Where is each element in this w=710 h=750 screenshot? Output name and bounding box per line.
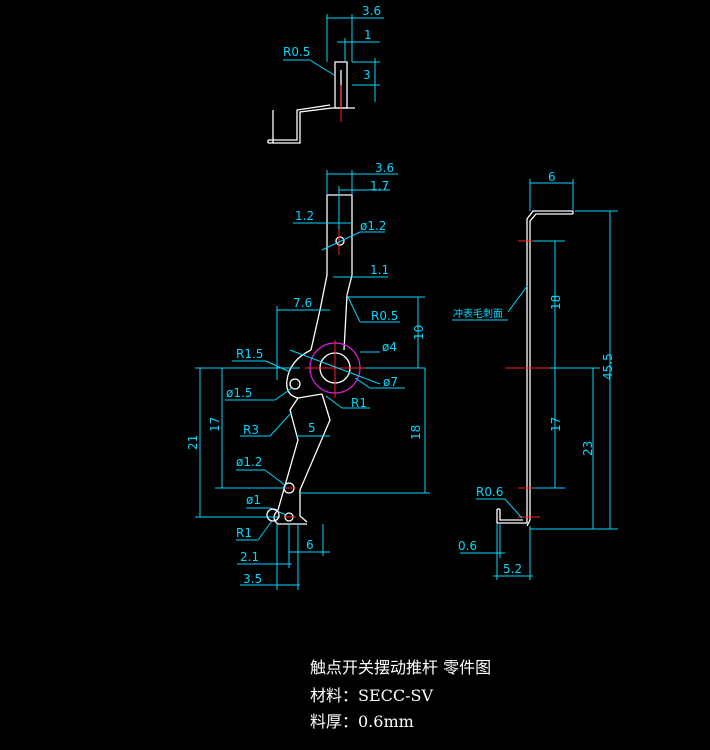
side-note: 冲表毛刺面 (453, 307, 503, 320)
front-dim-10: 10 (412, 325, 426, 340)
front-view: 3.6 1.7 1.2 ø1.2 1.1 7.6 R0.5 10 R1.5 ø (186, 161, 430, 590)
front-dim-1-1: 1.1 (370, 263, 389, 277)
top-radius-label: R0.5 (283, 45, 310, 59)
front-dia-7: ø7 (383, 375, 398, 389)
thickness-label: 料厚：0.6mm (310, 712, 414, 731)
top-dim-slot-depth: 3 (363, 68, 371, 82)
side-dim-18: 18 (549, 295, 563, 310)
front-hole-bottom: ø1.2 (236, 455, 262, 469)
front-hole-top-label: ø1.2 (360, 219, 386, 233)
front-dim-width: 3.6 (375, 161, 394, 175)
front-dim-18: 18 (409, 425, 423, 440)
side-dim-top-6: 6 (548, 170, 556, 184)
side-dim-45-5: 45.5 (601, 353, 615, 380)
side-dim-17: 17 (549, 417, 563, 432)
front-dim-6: 6 (306, 538, 314, 552)
front-dim-1-2: 1.2 (295, 209, 314, 223)
front-dim-17: 17 (208, 417, 222, 432)
front-dia-4: ø4 (382, 340, 397, 354)
top-hole (335, 236, 345, 246)
front-hole-1-5: ø1.5 (226, 386, 252, 400)
front-dim-5: 5 (308, 421, 316, 435)
side-dim-5-2: 5.2 (503, 562, 522, 576)
front-radius-r3: R3 (243, 423, 259, 437)
front-radius-r05: R0.5 (371, 309, 398, 323)
part-name-title: 触点开关摆动推杆 零件图 (310, 658, 492, 677)
mid-hole (289, 378, 301, 390)
front-dim-3-5: 3.5 (243, 572, 262, 586)
front-dim-2-1: 2.1 (240, 550, 259, 564)
front-dim-1-7: 1.7 (370, 179, 389, 193)
front-radius-r1-bottom: R1 (236, 526, 252, 540)
side-view: 6 冲表毛刺面 18 45.5 17 23 R0.6 0.6 5.2 (452, 170, 618, 580)
front-dim-21: 21 (186, 435, 200, 450)
top-view: 3.6 1 3 R0.5 (267, 4, 384, 144)
side-radius: R0.6 (476, 485, 503, 499)
top-dim-slot: 1 (364, 28, 372, 42)
side-dim-0-6: 0.6 (458, 539, 477, 553)
front-radius-r15: R1.5 (236, 347, 263, 361)
front-radius-r1-top: R1 (351, 396, 367, 410)
front-dim-7-6: 7.6 (293, 296, 312, 310)
front-dia-1: ø1 (246, 493, 261, 507)
top-dim-width: 3.6 (362, 4, 381, 18)
side-dim-23: 23 (581, 441, 595, 456)
material-label: 材料：SECC-SV (310, 686, 434, 705)
